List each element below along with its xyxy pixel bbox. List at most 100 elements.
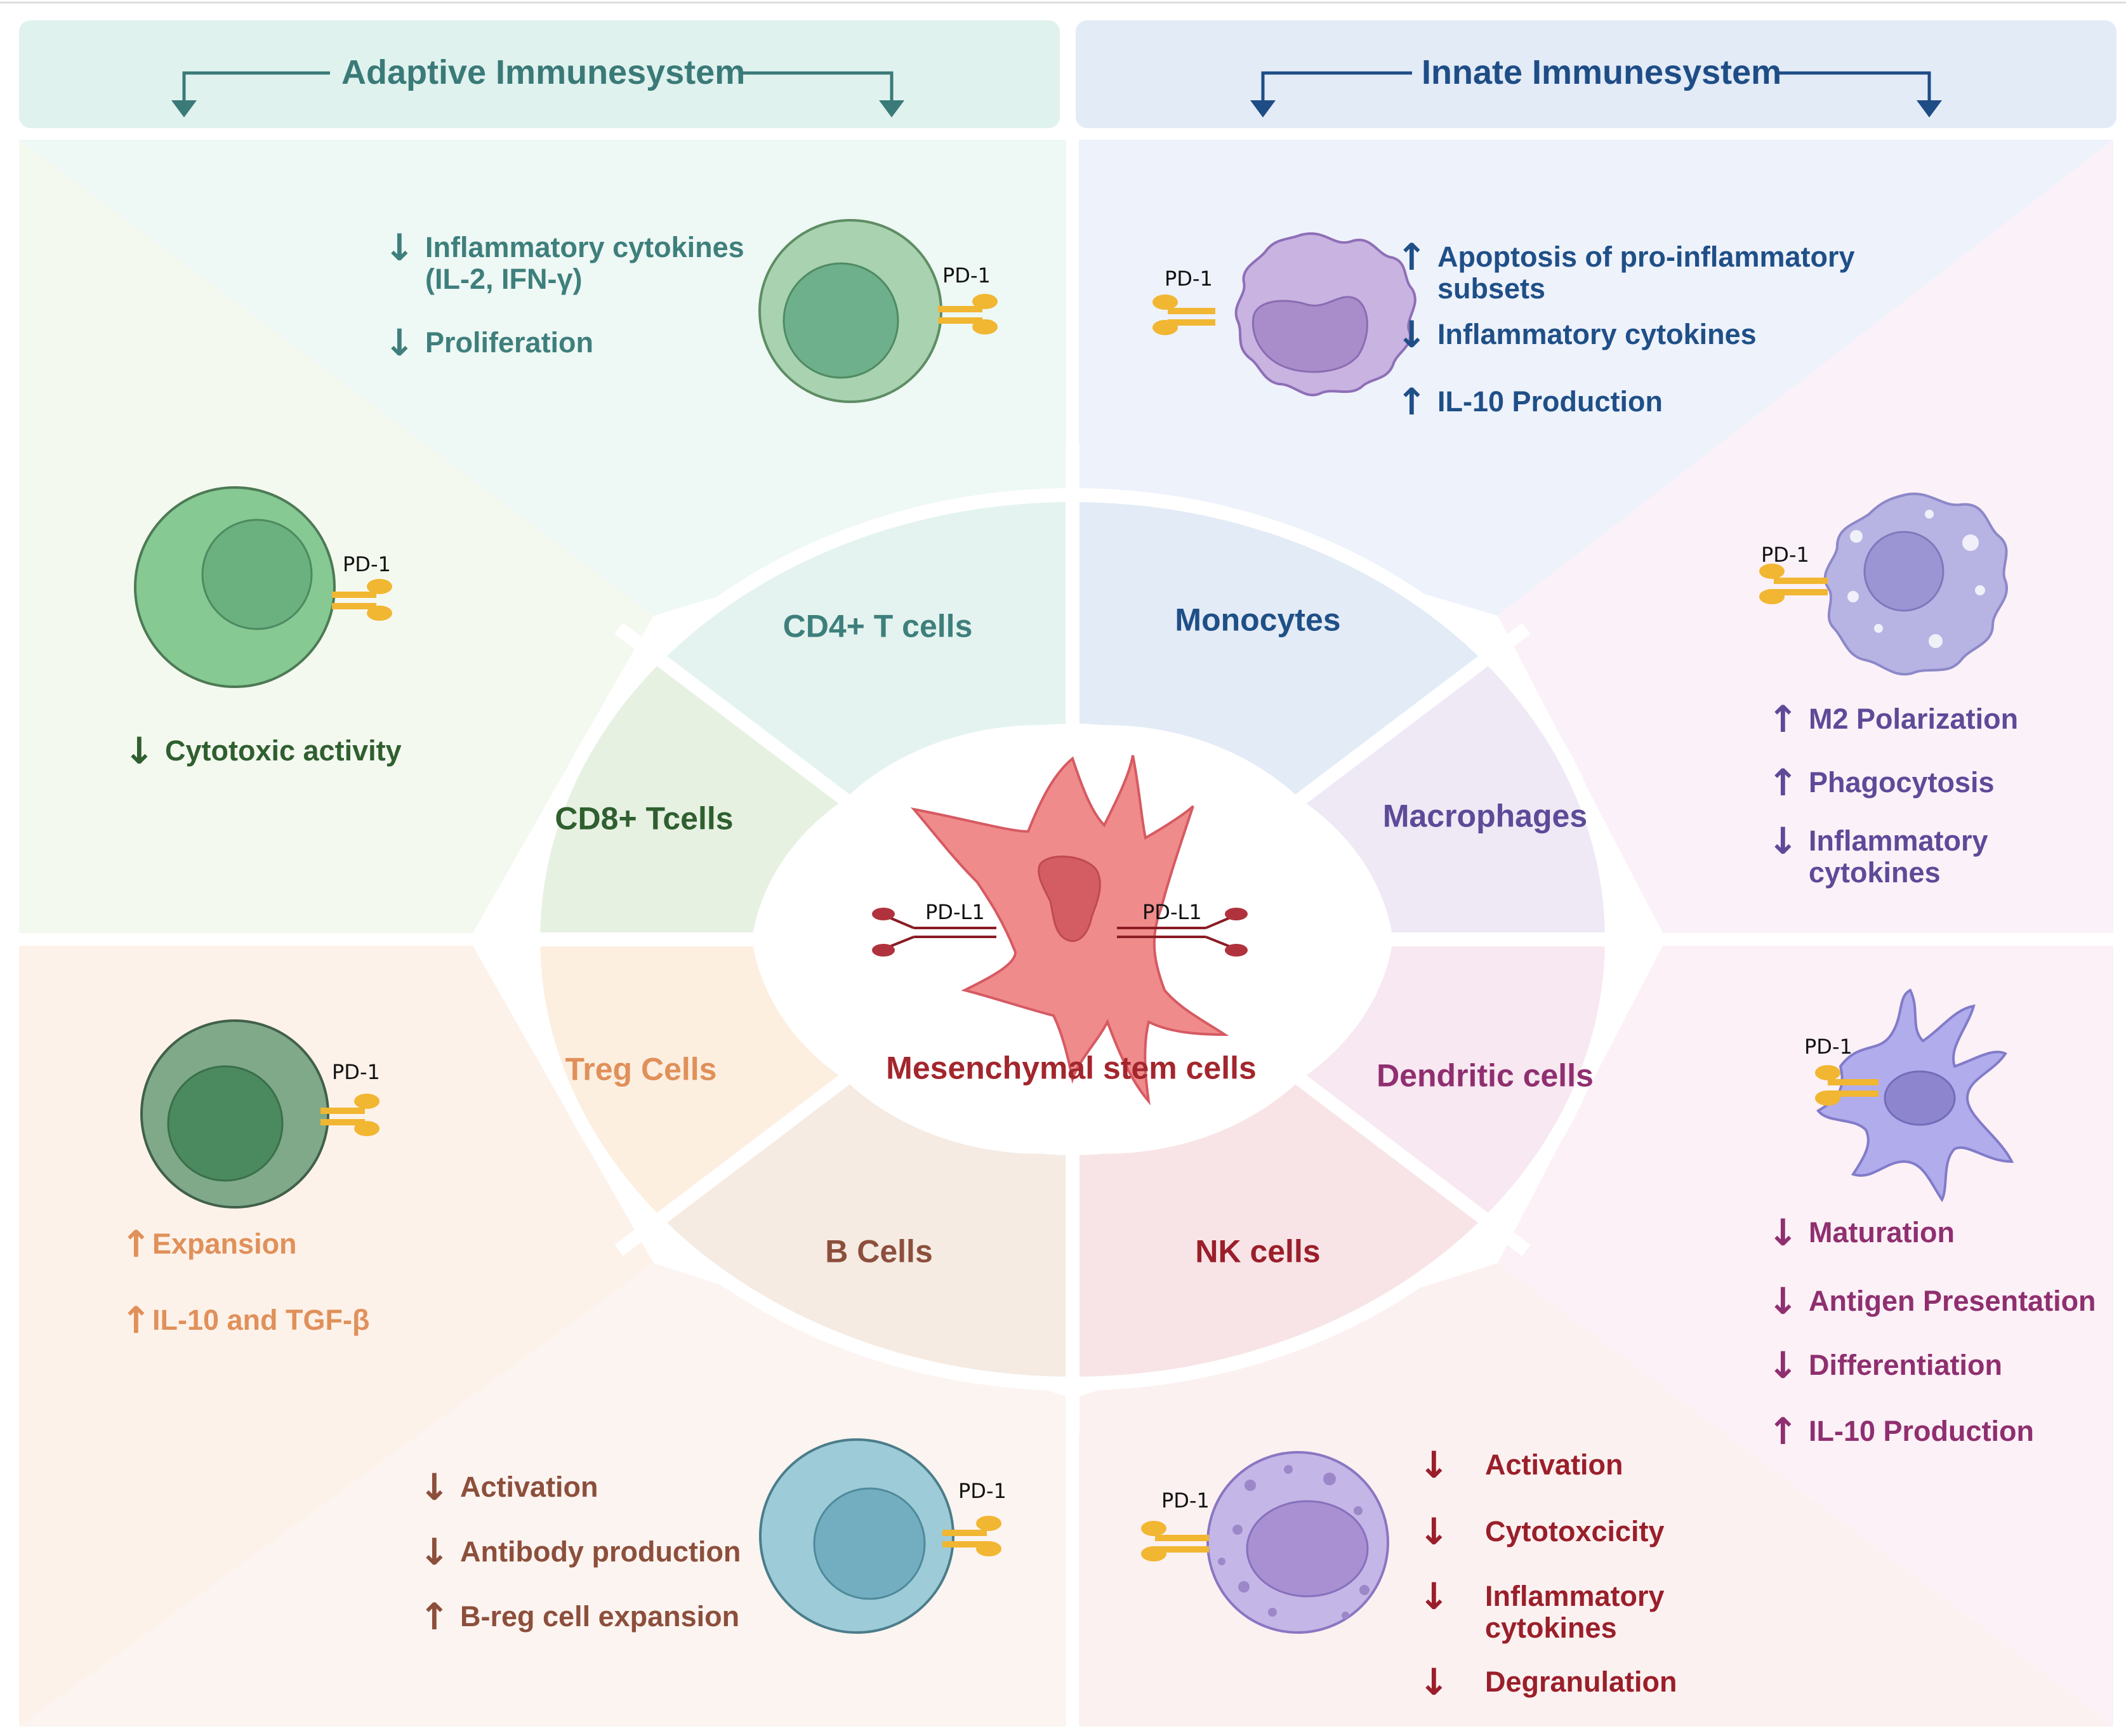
pdl1-left-ligand xyxy=(872,908,996,957)
innate-header-band xyxy=(1076,20,2116,128)
monocyte-cell xyxy=(1234,232,1416,397)
pdl1-right-ligand xyxy=(1117,908,1248,957)
arrow-down-icon: ↓ xyxy=(124,729,155,772)
monocyte-pd1-label: PD-1 xyxy=(1165,267,1213,291)
segment-label-nk[interactable]: NK cells xyxy=(1195,1233,1321,1269)
adaptive-bracket xyxy=(182,71,894,105)
effect-text: Expansion xyxy=(152,1228,297,1260)
effect-text: Maturation xyxy=(1809,1216,1955,1249)
msc-cell xyxy=(910,755,1229,1106)
arrow-down-icon: ↓ xyxy=(1418,1510,1449,1553)
adaptive-arrowhead-right xyxy=(879,100,904,117)
segment-separators xyxy=(482,444,1663,1435)
cd8-segment[interactable] xyxy=(539,660,844,939)
innate-bracket xyxy=(1261,71,1931,105)
arrow-up-icon: ↑ xyxy=(1396,380,1427,423)
effect-text: IL-10 Production xyxy=(1809,1415,2035,1447)
segment-label-treg[interactable]: Treg Cells xyxy=(565,1051,717,1087)
arrow-down-icon: ↓ xyxy=(1418,1575,1449,1618)
treg-cell xyxy=(140,1019,329,1209)
cd4-segment[interactable] xyxy=(660,501,1073,800)
arrow-up-icon: ↑ xyxy=(1396,235,1427,279)
effect-text: Cytotoxcicity xyxy=(1485,1515,1665,1547)
effect-text: Activation xyxy=(1485,1448,1623,1481)
innate-arrowhead-left xyxy=(1250,100,1276,117)
arrow-down-icon: ↓ xyxy=(1396,313,1427,356)
arrow-down-icon: ↓ xyxy=(384,226,415,269)
segment-label-bcells[interactable]: B Cells xyxy=(825,1233,933,1269)
cd8-pd1-receptor xyxy=(332,579,392,621)
effect-text: Proliferation xyxy=(425,326,594,359)
nk-pd1-label: PD-1 xyxy=(1161,1488,1210,1513)
innate-header-title: Innate Immunesystem xyxy=(1422,53,1782,91)
effect-text: Antibody production xyxy=(460,1535,741,1568)
cd8-t-cell xyxy=(134,486,336,688)
arrow-up-icon: ↑ xyxy=(1767,698,1799,741)
arrow-up-icon: ↑ xyxy=(1767,1410,1799,1453)
macrophages-outer-bg xyxy=(1498,140,2113,933)
adaptive-header-title: Adaptive Immunesystem xyxy=(341,53,746,91)
segment-label-cd8[interactable]: CD8+ Tcells xyxy=(555,800,734,837)
segment-label-macrophages[interactable]: Macrophages xyxy=(1382,798,1588,834)
segment-label-dendritic[interactable]: Dendritic cells xyxy=(1377,1057,1594,1094)
arrow-down-icon: ↓ xyxy=(1767,1280,1799,1323)
effect-text: Inflammatory cytokines xyxy=(1437,318,1757,350)
dendritic-cell xyxy=(1816,988,2014,1202)
macrophage-pd1-receptor xyxy=(1759,564,1828,604)
segment-label-monocytes[interactable]: Monocytes xyxy=(1175,602,1341,638)
effect-text: Inflammatory cytokines (IL-2, IFN-γ) xyxy=(425,231,744,295)
msc-label: Mesenchymal stem cells xyxy=(886,1050,1257,1086)
effect-text: Antigen Presentation xyxy=(1809,1285,2096,1317)
treg-segment[interactable] xyxy=(539,939,844,1219)
effect-text: Differentiation xyxy=(1809,1349,2003,1381)
treg-pd1-receptor xyxy=(320,1094,380,1136)
arrow-down-icon: ↓ xyxy=(419,1530,450,1574)
effect-text: Apoptosis of pro-inflammatory subsets xyxy=(1437,241,1855,305)
dendritic-segment[interactable] xyxy=(1301,939,1606,1219)
innate-arrowhead-right xyxy=(1917,100,1942,117)
arrow-down-icon: ↓ xyxy=(1767,1344,1799,1387)
cd8-pd1-label: PD-1 xyxy=(343,552,391,576)
treg-pd1-label: PD-1 xyxy=(332,1060,380,1084)
pdl1-left-label: PD-L1 xyxy=(925,900,985,924)
cd8-outer-bg xyxy=(19,140,654,933)
effect-text: M2 Polarization xyxy=(1809,703,2019,735)
arrow-up-icon: ↑ xyxy=(419,1595,450,1638)
arrow-up-icon: ↑ xyxy=(121,1222,152,1266)
cd4-t-cell xyxy=(758,219,942,403)
effect-text: Activation xyxy=(460,1471,598,1503)
cd4-pd1-receptor xyxy=(938,294,998,335)
effect-text: Degranulation xyxy=(1485,1666,1677,1698)
macrophages-segment[interactable] xyxy=(1301,660,1606,939)
arrow-up-icon: ↑ xyxy=(121,1299,152,1342)
monocytes-segment[interactable] xyxy=(1073,501,1485,800)
cd4-pd1-label: PD-1 xyxy=(942,263,991,288)
effect-text: Inflammatory cytokines xyxy=(1485,1580,1665,1644)
adaptive-arrowhead-left xyxy=(171,100,197,117)
effect-text: IL-10 and TGF-β xyxy=(152,1304,370,1336)
nk-segment[interactable] xyxy=(1073,1079,1485,1378)
macrophage-pd1-label: PD-1 xyxy=(1761,543,1809,567)
b-cell xyxy=(759,1438,954,1634)
effect-text: Phagocytosis xyxy=(1809,766,1995,798)
arrow-down-icon: ↓ xyxy=(1767,819,1799,863)
macrophage-cell xyxy=(1823,493,2008,676)
nk-pd1-receptor xyxy=(1141,1521,1209,1561)
arrow-down-icon: ↓ xyxy=(384,321,415,364)
dendritic-pd1-label: PD-1 xyxy=(1804,1035,1852,1059)
effect-text: Inflammatory cytokines xyxy=(1809,825,1988,889)
arrow-up-icon: ↑ xyxy=(1767,761,1799,804)
bcells-segment[interactable] xyxy=(660,1079,1073,1378)
arrow-down-icon: ↓ xyxy=(1418,1660,1449,1704)
effect-text: B-reg cell expansion xyxy=(460,1600,740,1633)
dendritic-pd1-receptor xyxy=(1815,1065,1878,1106)
b-cell-pd1-receptor xyxy=(942,1516,1001,1556)
arrow-down-icon: ↓ xyxy=(419,1466,450,1509)
segment-label-cd4[interactable]: CD4+ T cells xyxy=(782,608,973,644)
effect-text: Cytotoxic activity xyxy=(165,734,402,767)
pdl1-right-label: PD-L1 xyxy=(1142,900,1202,924)
arrow-down-icon: ↓ xyxy=(1767,1211,1799,1254)
monocyte-pd1-receptor xyxy=(1152,295,1215,335)
